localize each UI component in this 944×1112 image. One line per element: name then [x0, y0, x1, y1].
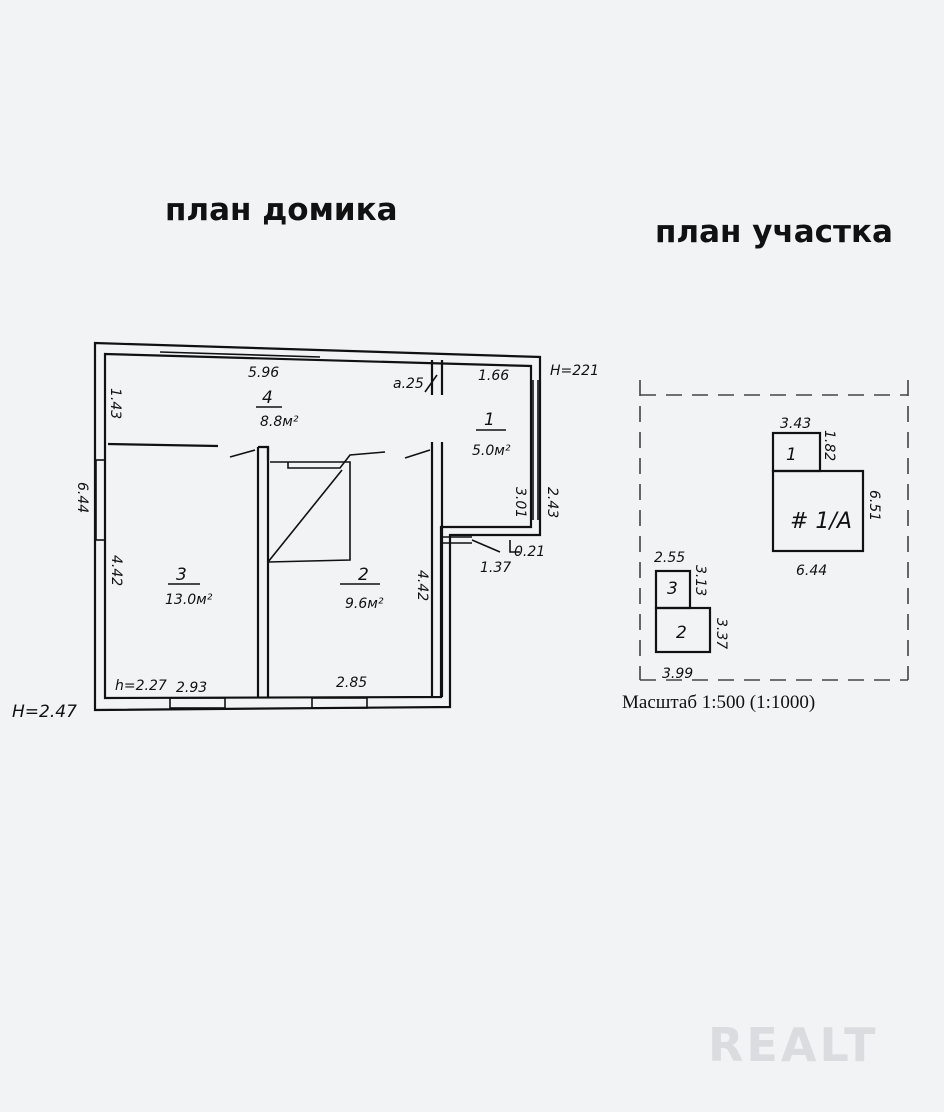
building-2 — [654, 569, 712, 654]
room4-area: 8.8м² — [260, 414, 299, 430]
dim-room1-width: 1.66 — [478, 368, 509, 384]
plot-boundary — [639, 380, 909, 681]
dim-room1-outer: 2.43 — [544, 487, 560, 518]
house-walls — [93, 341, 542, 712]
height-annex: H=221 — [550, 363, 599, 379]
dim-height-left: 6.44 — [74, 482, 90, 513]
dim-room3-left: 4.42 — [108, 555, 124, 586]
dim-annex-step: 0.21 — [514, 544, 545, 560]
house-plan-title: план домика — [165, 192, 398, 228]
building1-label: # 1/A — [790, 509, 852, 534]
room4-number: 4 — [262, 388, 273, 408]
dim-annex-bottom: 1.37 — [480, 560, 511, 576]
corner-note: a.25 — [393, 376, 424, 392]
building2-lower-number: 2 — [676, 623, 687, 643]
plot-plan-title: план участка — [655, 214, 893, 250]
room1-area: 5.0м² — [472, 443, 511, 459]
watermark-logo: REALT — [708, 1018, 879, 1072]
building1-bottom: 6.44 — [796, 563, 827, 579]
room2-number: 2 — [358, 565, 369, 585]
building1-side: 6.51 — [866, 490, 882, 521]
room1-number: 1 — [484, 410, 495, 430]
building2-upper-number: 3 — [667, 579, 678, 599]
height-main: H=2.47 — [12, 702, 77, 722]
dim-room2-right: 4.42 — [414, 570, 430, 601]
dim-room4-left: 1.43 — [107, 388, 123, 419]
building2-bottom: 3.99 — [662, 666, 693, 682]
building-1 — [771, 431, 865, 553]
building2-upper-side: 3.13 — [692, 565, 708, 596]
scale-note: Масштаб 1:500 (1:1000) — [622, 692, 816, 713]
room3-area: 13.0м² — [165, 592, 213, 608]
room3-ceiling-height: h=2.27 — [115, 678, 167, 694]
dim-width-top-text: 5.96 — [248, 365, 279, 381]
building1-width: 3.43 — [780, 416, 811, 432]
building2-lower-side: 3.37 — [713, 618, 729, 649]
dim-room1-inner: 3.01 — [512, 487, 528, 518]
building2-top: 2.55 — [654, 550, 685, 566]
building1-annex-side: 1.82 — [821, 430, 837, 461]
building1-number: 1 — [786, 445, 797, 465]
room2-area: 9.6м² — [345, 596, 384, 612]
dim-room3-bottom: 2.93 — [176, 680, 207, 696]
dim-room2-bottom: 2.85 — [336, 675, 367, 691]
room3-number: 3 — [176, 565, 187, 585]
